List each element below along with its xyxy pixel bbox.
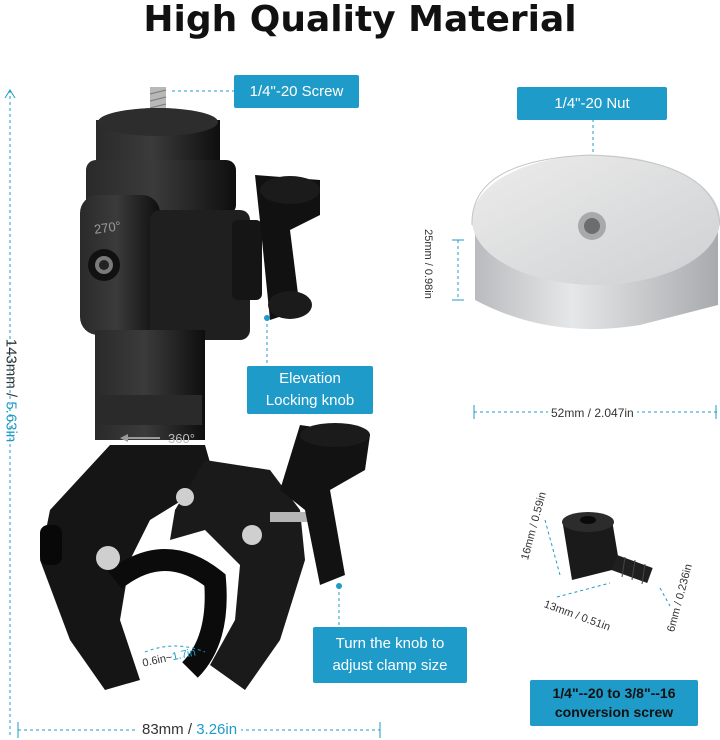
conversion-screw [562,512,653,585]
clamp-callout-line2: adjust clamp size [332,657,448,674]
nut-width-label: 52mm / 2.047in [548,406,637,420]
height-dimension-line [4,89,16,735]
elevation-callout-line2: Locking knob [265,392,355,409]
clamp-knob [270,423,370,585]
conversion-screw-callout: 1/4"--20 to 3/8"--16 conversion screw [530,680,698,726]
rotation-360-label: 360° [168,431,195,446]
height-in: 5.63in [2,401,20,443]
camera-mount-head [86,87,236,215]
height-dimension-label: 143mm / 5.63in [3,306,20,476]
mount-body [80,195,250,442]
conversion-callout-line2: conversion screw [554,704,674,720]
elevation-knob [232,175,320,320]
screw-callout: 1/4"-20 Screw [234,75,359,108]
conversion-callout-line1: 1/4"--20 to 3/8"--16 [552,685,676,701]
elevation-callout-line1: Elevation [279,370,341,387]
height-separator: / [2,388,20,402]
elevation-knob-callout: Elevation Locking knob [247,366,373,414]
nut-height-label: 25mm / 0.98in [422,229,434,299]
width-in: 3.26in [196,721,238,738]
clamp-callout-line1: Turn the knob to [335,635,445,652]
width-separator: / [183,721,197,738]
height-mm: 143mm [2,338,20,389]
nut-callout: 1/4"-20 Nut [517,87,667,120]
width-mm: 83mm [142,721,184,738]
width-dimension-label: 83mm / 3.26in [138,721,242,738]
aluminum-nut [471,154,720,330]
clamp-knob-callout: Turn the knob to adjust clamp size [313,627,467,683]
page-title: High Quality Material [143,0,577,40]
